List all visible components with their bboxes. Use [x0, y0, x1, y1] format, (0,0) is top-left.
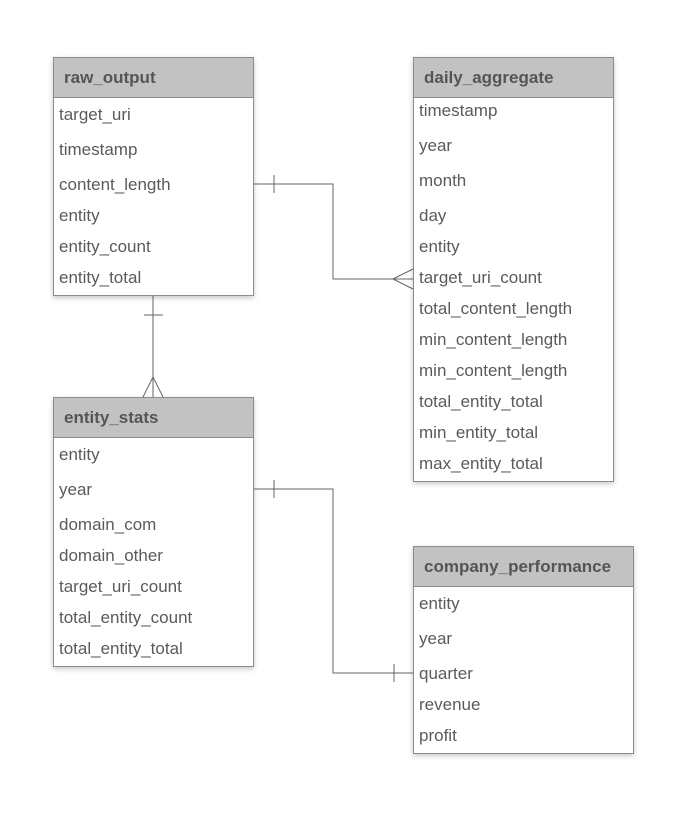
field-max-entity-total: max_entity_total [419, 454, 543, 473]
field-entity: entity [59, 445, 100, 464]
field-target-uri-count: target_uri_count [59, 577, 182, 596]
field-domain-com: domain_com [59, 515, 157, 534]
entity-table-company-performance[interactable]: company_performance entity year quarter … [413, 546, 634, 754]
entity-title: company_performance [414, 547, 633, 587]
field-quarter: quarter [419, 664, 473, 683]
cardinality-many-mark [392, 278, 414, 290]
field-entity: entity [419, 594, 460, 613]
connector-raw-output-daily-aggregate[interactable] [254, 175, 414, 290]
field-target-uri-count: target_uri_count [419, 268, 542, 287]
entity-table-entity-stats[interactable]: entity_stats entity year domain_com doma… [53, 397, 254, 667]
cardinality-many-mark [142, 376, 154, 398]
field-revenue: revenue [419, 695, 481, 714]
field-total-content-length: total_content_length [419, 299, 573, 318]
field-year: year [59, 480, 93, 499]
field-min-entity-total: min_entity_total [419, 423, 539, 442]
field-year: year [419, 629, 453, 648]
entity-title: entity_stats [54, 398, 253, 438]
field-total-entity-total: total_entity_total [59, 639, 183, 658]
entity-table-daily-aggregate[interactable]: daily_aggregate timestamp year month day… [413, 57, 614, 482]
field-profit: profit [419, 726, 457, 745]
field-min-content-length: min_content_length [419, 330, 568, 349]
field-domain-other: domain_other [59, 546, 163, 565]
field-entity-total: entity_total [59, 268, 142, 287]
field-content-length: content_length [59, 175, 171, 194]
connector-raw-output-entity-stats[interactable] [142, 296, 164, 398]
field-year: year [419, 136, 453, 155]
field-month: month [419, 171, 467, 190]
cardinality-many-mark [152, 376, 164, 398]
field-entity: entity [59, 206, 100, 225]
field-min-content-length-2: min_content_length [419, 361, 568, 380]
entity-title: raw_output [54, 58, 253, 98]
field-total-entity-count: total_entity_count [59, 608, 193, 627]
entity-title: daily_aggregate [414, 58, 613, 98]
field-entity: entity [419, 237, 460, 256]
cardinality-many-mark [392, 268, 414, 280]
field-total-entity-total: total_entity_total [419, 392, 543, 411]
connector-entity-stats-company-performance[interactable] [254, 480, 413, 682]
field-day: day [419, 206, 447, 225]
field-entity-count: entity_count [59, 237, 151, 256]
entity-table-raw-output[interactable]: raw_output target_uri timestamp content_… [53, 57, 254, 296]
field-timestamp: timestamp [419, 101, 498, 120]
field-timestamp: timestamp [59, 140, 138, 159]
field-target-uri: target_uri [59, 105, 131, 124]
